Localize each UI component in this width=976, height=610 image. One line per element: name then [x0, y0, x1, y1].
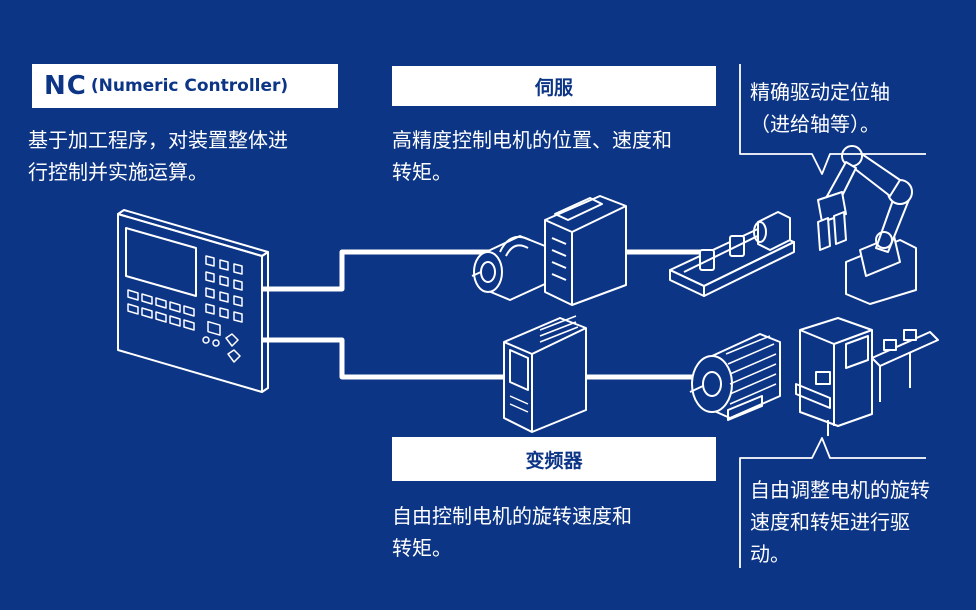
inverter-title-box: 变频器 [392, 437, 716, 481]
servo-description: 高精度控制电机的位置、速度和 转矩。 [392, 128, 672, 184]
conveyor-machine-icon [795, 317, 939, 436]
servo-amplifier-icon [544, 195, 627, 306]
inverter-icon [503, 315, 587, 433]
nc-title-sub: (Numeric Controller) [90, 76, 289, 96]
induction-motor-icon [689, 333, 781, 421]
nc-title-box: NC (Numeric Controller) [32, 64, 338, 108]
drive-callout-border [739, 437, 926, 568]
nc-to-servo-line [262, 249, 505, 292]
nc-keypad-icon [127, 255, 243, 363]
axis-callout-text: 精确驱动定位轴 （进给轴等）。 [750, 80, 890, 136]
nc-title-main: NC [44, 71, 87, 101]
inverter-title: 变频器 [525, 449, 583, 472]
connection-lines [262, 249, 700, 380]
servo-title-box: 伺服 [392, 66, 716, 106]
inverter-description: 自由控制电机的旋转速度和 转矩。 [392, 504, 632, 560]
nc-controller-icon [117, 209, 269, 393]
axis-callout-border [739, 64, 926, 175]
nc-description: 基于加工程序，对装置整体进 行控制并实施运算。 [28, 128, 288, 184]
robot-arm-icon [817, 145, 917, 305]
servo-title: 伺服 [534, 76, 573, 99]
drive-callout-text: 自由调整电机的旋转 速度和转矩进行驱 动。 [750, 478, 930, 566]
servo-motor-icon [471, 235, 546, 301]
ball-screw-axis-icon [669, 211, 795, 297]
nc-to-inverter-line [262, 337, 505, 380]
